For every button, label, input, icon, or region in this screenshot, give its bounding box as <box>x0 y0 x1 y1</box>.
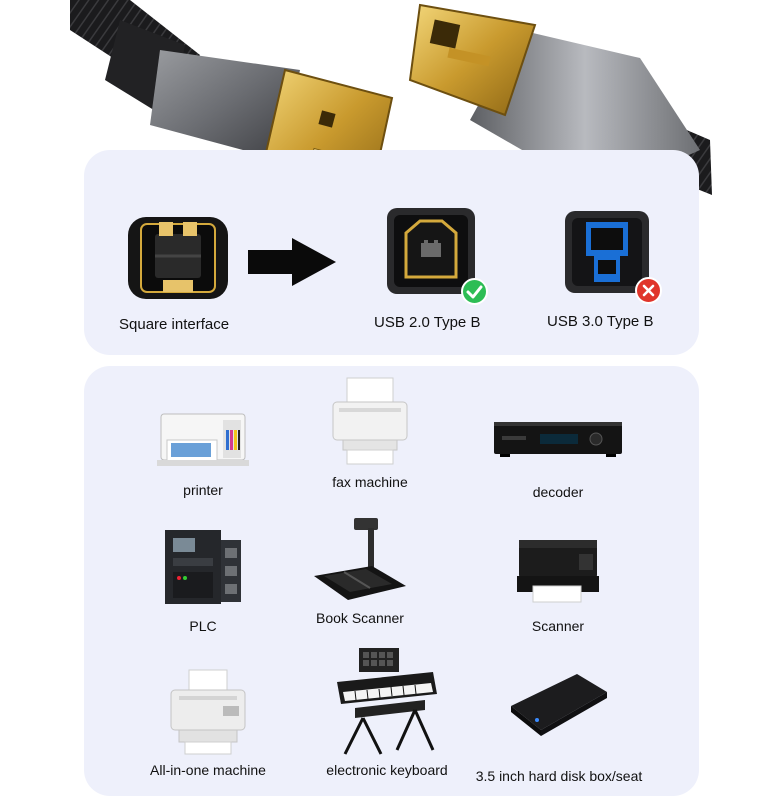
device-label: fax machine <box>332 474 408 490</box>
check-icon <box>461 278 488 305</box>
device-hard-disk-box: 3.5 inch hard disk box/seat <box>459 670 659 784</box>
device-label: Scanner <box>531 618 585 634</box>
device-electronic-keyboard: electronic keyboard <box>287 646 487 778</box>
decoder-icon <box>494 422 622 457</box>
device-label: printer <box>183 482 223 498</box>
device-all-in-one-machine: All-in-one machine <box>108 666 308 778</box>
printer-icon <box>157 413 249 466</box>
device-label: decoder <box>532 484 584 500</box>
usb-3-type-b-port-icon <box>565 211 649 293</box>
scanner-icon <box>517 540 599 603</box>
device-label: PLC <box>189 618 217 634</box>
fax-machine-icon <box>332 377 408 465</box>
cross-icon <box>635 277 662 304</box>
device-fax-machine: fax machine <box>270 376 470 490</box>
square-interface-port-icon <box>128 217 228 299</box>
usb-3-type-b-label: USB 3.0 Type B <box>547 313 654 330</box>
device-book-scanner: Book Scanner <box>260 514 460 626</box>
device-decoder: decoder <box>458 418 658 500</box>
device-plc: PLC <box>103 526 303 634</box>
arrow-right-icon <box>248 238 336 286</box>
device-scanner: Scanner <box>458 536 658 634</box>
device-printer: printer <box>103 400 303 498</box>
book-scanner-icon <box>314 518 406 600</box>
plc-icon <box>165 530 241 604</box>
device-label: Book Scanner <box>316 610 404 626</box>
square-interface-label: Square interface <box>119 316 230 333</box>
device-label: All-in-one machine <box>150 762 266 778</box>
keyboard-icon <box>337 648 437 755</box>
usb-2-type-b-port-icon <box>387 208 475 294</box>
usb-2-type-b-label: USB 2.0 Type B <box>374 314 481 331</box>
hard-disk-box-icon <box>511 674 607 736</box>
all-in-one-icon <box>170 669 246 755</box>
device-label: electronic keyboard <box>326 762 448 778</box>
device-label: 3.5 inch hard disk box/seat <box>475 768 643 784</box>
